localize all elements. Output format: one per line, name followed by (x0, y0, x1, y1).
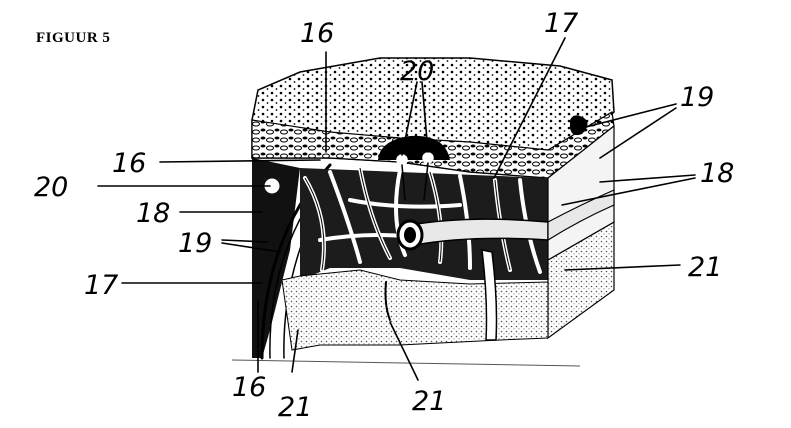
descending-tube (481, 249, 498, 341)
right-top-cell (570, 115, 588, 136)
label-21-right: 21 (688, 252, 722, 283)
label-19-right: 19 (680, 82, 714, 113)
label-20-top: 20 (400, 56, 434, 87)
label-17-top: 17 (544, 8, 578, 39)
label-17-left: 17 (84, 270, 118, 301)
figure-caption: FIGUUR 5 (36, 30, 110, 46)
leader-lines (97, 37, 696, 381)
label-18-left: 18 (136, 198, 170, 229)
label-21-bottom-center: 21 (412, 386, 446, 417)
label-19-left: 19 (178, 228, 212, 259)
label-16-top: 16 (300, 18, 334, 49)
label-20-left: 20 (34, 172, 68, 203)
label-18-right: 18 (700, 158, 734, 189)
label-16-bottom: 16 (232, 372, 266, 403)
callout-labels: 16 16 16 17 17 18 18 19 19 20 20 21 21 2… (34, 8, 734, 423)
label-21-bottom-left: 21 (278, 392, 312, 423)
lower-stippled-layer (281, 269, 549, 351)
label-16-mid: 16 (112, 148, 146, 179)
tissue-block (231, 57, 615, 367)
